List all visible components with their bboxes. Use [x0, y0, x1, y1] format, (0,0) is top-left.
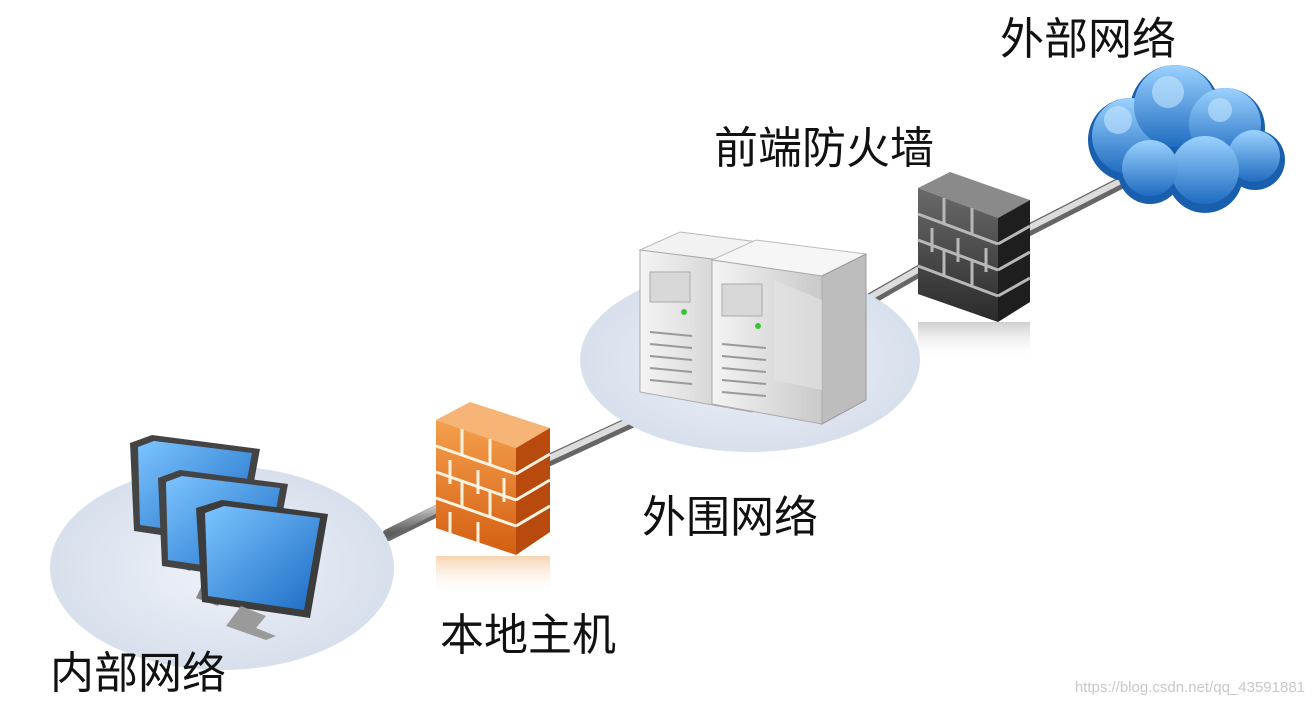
- perimeter-network-label: 外围网络: [642, 492, 818, 543]
- external-network-label: 外部网络: [1000, 14, 1176, 65]
- servers-icon: [638, 231, 868, 425]
- firewall-orange-icon: [435, 402, 551, 596]
- firewall-dark-icon: [917, 172, 1031, 360]
- internal-network-label: 内部网络: [50, 648, 226, 699]
- watermark-text: https://blog.csdn.net/qq_43591881: [1074, 679, 1305, 696]
- desktop-computers-icon: [130, 435, 328, 640]
- local-host-label: 本地主机: [440, 610, 616, 661]
- front-firewall-label: 前端防火墙: [714, 123, 934, 174]
- cloud-icon: [1088, 65, 1285, 213]
